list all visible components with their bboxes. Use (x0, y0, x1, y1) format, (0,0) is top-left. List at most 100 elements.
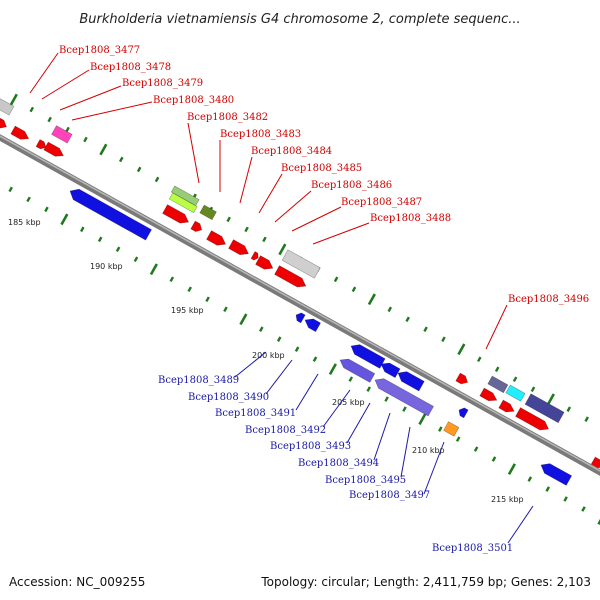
forward-gene-arrow-shape (162, 204, 190, 224)
gene-label-3486[interactable]: Bcep1808_3486 (311, 180, 392, 191)
gene-label-3485[interactable]: Bcep1808_3485 (281, 163, 362, 174)
gene-label-3490[interactable]: Bcep1808_3490 (188, 392, 269, 403)
forward-gene-arrow (206, 230, 227, 246)
gene-label-3478[interactable]: Bcep1808_3478 (90, 62, 171, 73)
tick-mark (8, 186, 13, 193)
tick-mark (169, 276, 175, 283)
accession-text: Accession: NC_009255 (9, 575, 145, 589)
forward-gene-arrow-shape (250, 251, 259, 261)
gene-label-3497[interactable]: Bcep1808_3497 (349, 490, 430, 501)
kbp-label-215: 215 kbp (491, 495, 524, 504)
tick-mark (530, 386, 536, 392)
tick-mark (133, 256, 139, 263)
gene-box-olive (199, 204, 217, 221)
tick-mark (154, 176, 160, 183)
forward-gene-arrow (35, 139, 47, 150)
gene-box-pink (51, 125, 73, 144)
tick-mark (60, 213, 69, 226)
forward-gene-arrow-shape (274, 265, 307, 288)
gene-label-3493[interactable]: Bcep1808_3493 (270, 441, 351, 452)
gene-label-3496[interactable]: Bcep1808_3496 (508, 294, 589, 305)
kbp-labels: 185 kbp 190 kbp 195 kbp 200 kbp 205 kbp … (8, 218, 524, 504)
forward-gene-arrow (250, 251, 259, 261)
reverse-gene-arrow-shape (380, 362, 401, 379)
gene-box-lime-shape (168, 192, 198, 214)
reverse-gene-box-purple-shape (339, 358, 376, 383)
tick-mark (491, 456, 497, 462)
leader-line (239, 156, 253, 204)
tick-mark (584, 416, 589, 422)
gene-box-grey-shape (0, 96, 15, 116)
tick-mark (566, 406, 572, 412)
gene-label-3491[interactable]: Bcep1808_3491 (215, 408, 296, 419)
forward-gene-arrow (498, 399, 515, 413)
tick-mark (244, 226, 249, 233)
gene-box-grey-shape (281, 249, 321, 279)
leader-line (312, 222, 370, 245)
forward-gene-arrow (479, 387, 498, 402)
tick-mark (402, 406, 407, 412)
tick-mark (366, 386, 371, 392)
gene-label-3492[interactable]: Bcep1808_3492 (245, 425, 326, 436)
forward-gene-arrow (0, 116, 7, 129)
tick-mark (333, 276, 339, 283)
forward-gene-arrow-shape (515, 407, 550, 431)
reverse-gene-arrow-shape (397, 371, 425, 392)
reverse-gene-arrow (304, 318, 321, 333)
leader-line (291, 206, 342, 232)
gene-label-3483[interactable]: Bcep1808_3483 (220, 129, 301, 140)
tick-mark (348, 376, 354, 382)
kbp-label-185: 185 kbp (8, 218, 41, 227)
reverse-gene-box-orange-shape (443, 421, 460, 437)
gene-box-slate (487, 375, 509, 394)
gene-label-3477[interactable]: Bcep1808_3477 (59, 45, 140, 56)
tick-mark (149, 263, 158, 276)
gene-label-3487[interactable]: Bcep1808_3487 (341, 197, 422, 208)
reverse-gene-arrow-shape (350, 344, 386, 369)
reverse-gene-arrow (295, 312, 306, 324)
tick-mark (26, 196, 31, 203)
gene-label-3494[interactable]: Bcep1808_3494 (298, 458, 379, 469)
leader-line (258, 173, 283, 214)
reverse-gene-arrow-shape (69, 188, 152, 241)
tick-mark (581, 506, 586, 512)
map-title: Burkholderia vietnamiensis G4 chromosome… (79, 12, 520, 27)
tick-mark (65, 126, 70, 133)
reverse-gene-arrow-shape (304, 318, 321, 333)
gene-label-3479[interactable]: Bcep1808_3479 (122, 78, 203, 89)
tick-mark (80, 226, 85, 233)
tick-mark (545, 486, 550, 492)
tick-mark (597, 518, 600, 525)
reverse-gene-box-purple-shape (374, 378, 434, 417)
leader-line (265, 359, 293, 395)
gene-label-3501[interactable]: Bcep1808_3501 (432, 543, 513, 554)
tick-mark (99, 143, 108, 156)
gene-label-3495[interactable]: Bcep1808_3495 (325, 475, 406, 486)
gene-box-indigo (524, 393, 565, 424)
feature-track (0, 96, 600, 486)
leader-line (274, 190, 312, 223)
kbp-label-200: 200 kbp (252, 351, 285, 360)
reverse-gene-arrow (458, 407, 469, 419)
tick-mark (262, 236, 267, 243)
tick-mark (276, 336, 282, 342)
leader-line (295, 373, 319, 411)
chromosome-backbone (0, 134, 600, 476)
gene-label-3489[interactable]: Bcep1808_3489 (158, 375, 239, 386)
gene-label-3488[interactable]: Bcep1808_3488 (370, 213, 451, 224)
tick-mark (457, 343, 466, 356)
tick-mark (473, 446, 479, 452)
forward-gene-arrow (515, 407, 550, 431)
gene-label-3480[interactable]: Bcep1808_3480 (153, 95, 234, 106)
gene-label-3484[interactable]: Bcep1808_3484 (251, 146, 332, 157)
forward-gene-arrow (10, 125, 30, 140)
gene-label-3482[interactable]: Bcep1808_3482 (187, 112, 268, 123)
tick-mark (187, 286, 192, 293)
forward-gene-arrow-shape (498, 399, 515, 413)
forward-gene-arrow-shape (479, 387, 498, 402)
gene-box-cyan-shape (505, 384, 526, 402)
leader-line (234, 351, 267, 378)
tick-mark (223, 306, 228, 312)
forward-gene-arrow-shape (206, 230, 227, 246)
